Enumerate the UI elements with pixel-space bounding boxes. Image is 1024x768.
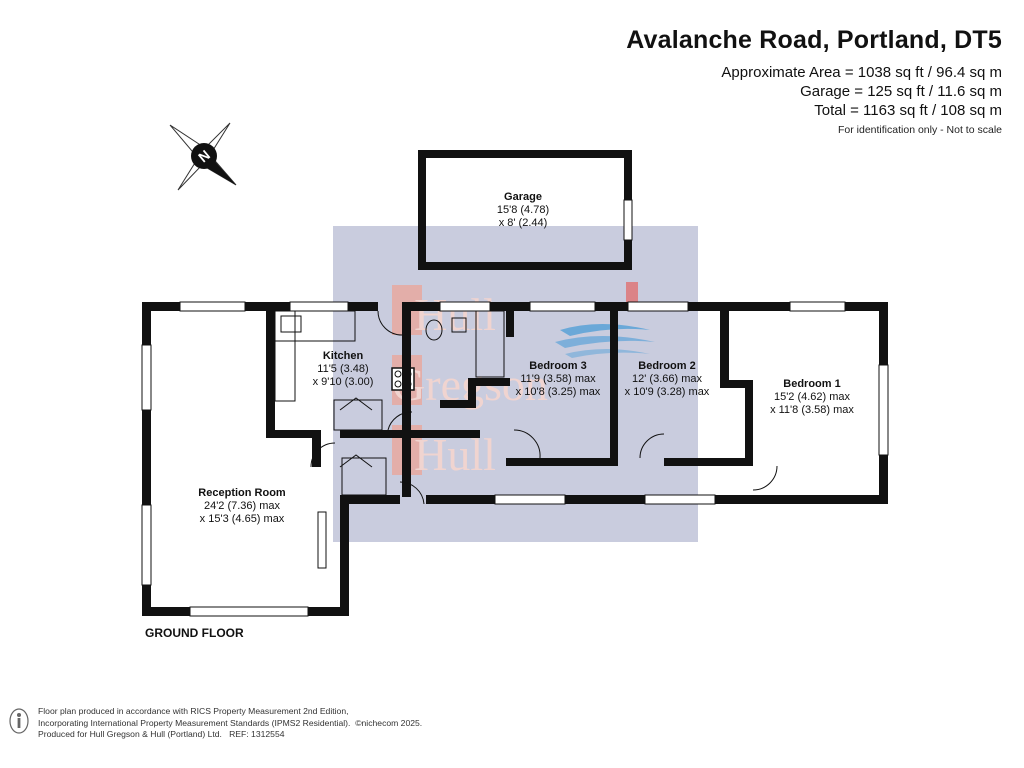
footer-line-3: Produced for Hull Gregson & Hull (Portla… xyxy=(38,729,422,741)
approx-area: Approximate Area = 1038 sq ft / 96.4 sq … xyxy=(721,64,1002,81)
bedroom3-name: Bedroom 3 xyxy=(529,360,586,372)
disclaimer-note: For identification only - Not to scale xyxy=(838,124,1002,136)
bedroom3-dim1: 11'9 (3.58) max xyxy=(520,373,596,385)
bedroom2-dim2: x 10'9 (3.28) max xyxy=(625,386,710,398)
reception-window-top xyxy=(179,301,246,312)
person-info-icon xyxy=(9,708,29,734)
garage-window xyxy=(623,199,633,241)
garage-dim2: x 8' (2.44) xyxy=(499,217,548,229)
floor-label: GROUND FLOOR xyxy=(145,626,244,640)
watermark-lighthouse xyxy=(626,282,638,306)
kitchen-sink-icon xyxy=(280,315,302,333)
bedroom2-dim1: 12' (3.66) max xyxy=(632,373,702,385)
compass-rose-icon: N xyxy=(169,122,237,191)
header: Avalanche Road, Portland, DT5 Approximat… xyxy=(626,26,1002,136)
bedroom3-dim2: x 10'8 (3.25) max xyxy=(516,386,601,398)
door-swings xyxy=(310,310,778,505)
footer-line-2-text: Incorporating International Property Mea… xyxy=(38,717,351,728)
property-title: Avalanche Road, Portland, DT5 xyxy=(626,26,1002,54)
kitchen-dim2: x 9'10 (3.00) xyxy=(313,376,374,388)
garage-area: Garage = 125 sq ft / 11.6 sq m xyxy=(800,83,1002,100)
footer-copyright: ©nichecom 2025. xyxy=(355,717,423,728)
footer-line-1: Floor plan produced in accordance with R… xyxy=(38,706,349,716)
bedroom1-window-side xyxy=(878,364,889,456)
garage-name: Garage xyxy=(504,191,542,203)
kitchen-window xyxy=(289,301,349,312)
room-bedroom3: Bedroom 3 11'9 (3.58) max x 10'8 (3.25) … xyxy=(516,360,601,398)
bedroom1-window-top xyxy=(789,301,846,312)
reception-name: Reception Room xyxy=(198,487,286,499)
front-window-2 xyxy=(644,494,716,505)
room-reception: Reception Room 24'2 (7.36) max x 15'3 (4… xyxy=(198,487,286,525)
reception-dim1: 24'2 (7.36) max xyxy=(204,500,281,512)
front-window-1 xyxy=(494,494,566,505)
watermark-wave-3 xyxy=(565,349,650,358)
bathroom-window xyxy=(439,301,491,312)
fireplace xyxy=(317,511,327,569)
bedroom2-name: Bedroom 2 xyxy=(638,360,695,372)
toilet-icon xyxy=(425,319,443,341)
watermark-wave-2 xyxy=(555,336,655,348)
footer-line-2: Incorporating International Property Mea… xyxy=(38,718,422,730)
footer-line-3-text: Produced for Hull Gregson & Hull (Portla… xyxy=(38,729,222,739)
bedroom1-name: Bedroom 1 xyxy=(783,378,840,390)
bedroom3-window xyxy=(529,301,596,312)
reception-window-left-1 xyxy=(141,344,152,411)
footer: Floor plan produced in accordance with R… xyxy=(38,706,422,741)
bedroom2-window xyxy=(627,301,689,312)
footer-ref: REF: 1312554 xyxy=(229,729,285,739)
reception-dim2: x 15'3 (4.65) max xyxy=(200,513,285,525)
total-area: Total = 1163 sq ft / 108 sq m xyxy=(814,102,1002,119)
room-bedroom2: Bedroom 2 12' (3.66) max x 10'9 (3.28) m… xyxy=(625,360,710,398)
bedroom1-dim1: 15'2 (4.62) max xyxy=(774,391,851,403)
kitchen-name: Kitchen xyxy=(323,350,364,362)
reception-window-bottom xyxy=(189,606,309,617)
room-bedroom1: Bedroom 1 15'2 (4.62) max x 11'8 (3.58) … xyxy=(770,378,854,416)
reception-walls xyxy=(142,302,349,616)
watermark-wave-1 xyxy=(560,324,650,336)
room-garage: Garage 15'8 (4.78) x 8' (2.44) xyxy=(497,191,549,229)
kitchen-counter-side xyxy=(274,310,296,402)
garage-dim1: 15'8 (4.78) xyxy=(497,204,549,216)
basin-icon xyxy=(451,317,467,333)
room-kitchen: Kitchen 11'5 (3.48) x 9'10 (3.00) xyxy=(313,350,374,388)
bedroom1-dim2: x 11'8 (3.58) max xyxy=(770,404,854,416)
reception-window-left-2 xyxy=(141,504,152,586)
kitchen-dim1: 11'5 (3.48) xyxy=(317,363,368,375)
bath-icon xyxy=(475,310,505,378)
